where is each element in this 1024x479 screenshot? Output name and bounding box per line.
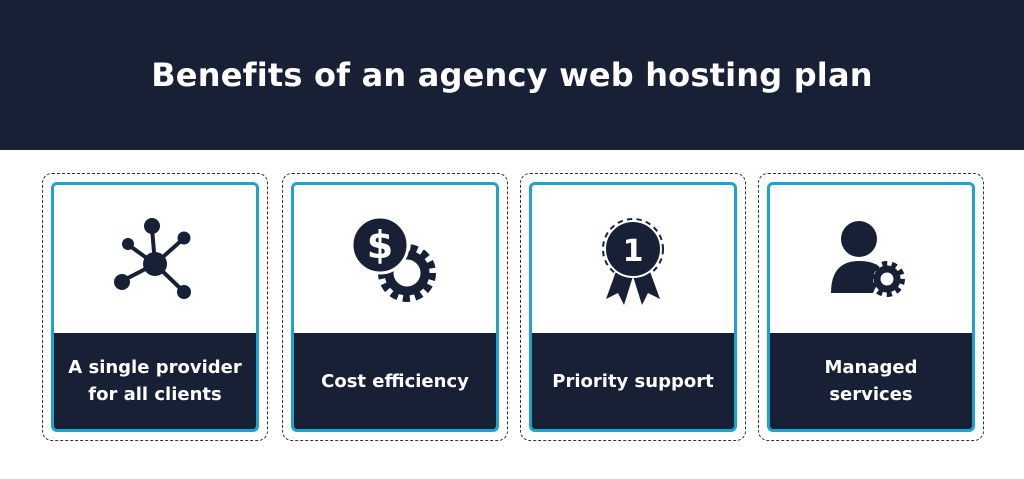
page-title: Benefits of an agency web hosting plan — [151, 56, 873, 94]
network-hub-icon — [54, 185, 256, 337]
award-ribbon-icon: 1 — [532, 185, 734, 337]
benefit-card-single-provider: A single provider for all clients — [42, 173, 268, 441]
rank-badge: 1 — [623, 234, 644, 269]
benefit-card-managed-services: Managed services — [758, 173, 984, 441]
benefit-card-priority-support: 1 Priority support — [520, 173, 746, 441]
benefit-label: Managed services — [770, 333, 972, 429]
svg-text:$: $ — [367, 223, 393, 267]
benefit-label: Priority support — [532, 333, 734, 429]
dollar-gear-icon: $ — [294, 185, 496, 337]
header-banner: Benefits of an agency web hosting plan — [0, 0, 1024, 150]
benefit-label: A single provider for all clients — [54, 333, 256, 429]
benefit-card-cost-efficiency: $ Cost efficiency — [282, 173, 508, 441]
user-gear-icon — [770, 185, 972, 337]
benefit-label: Cost efficiency — [294, 333, 496, 429]
